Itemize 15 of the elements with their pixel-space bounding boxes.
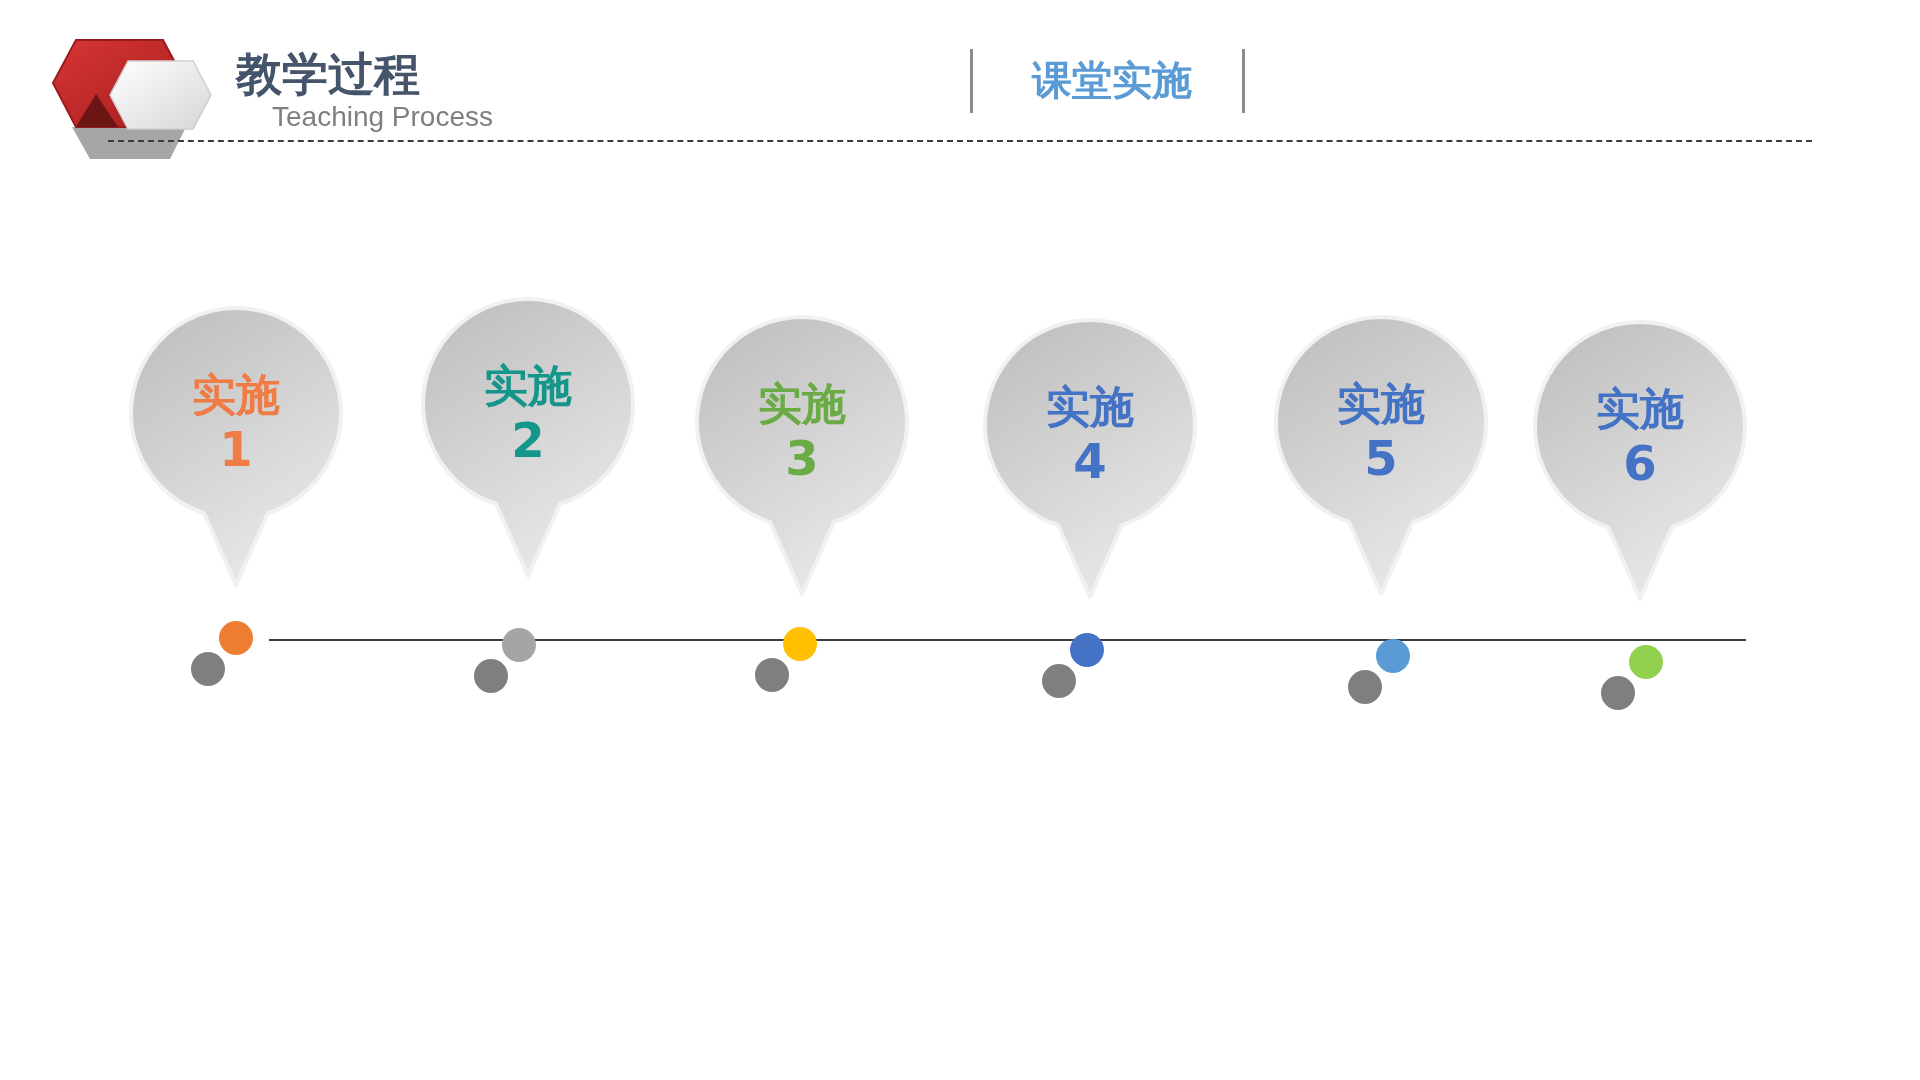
step-number: 6 bbox=[1623, 436, 1657, 490]
step-number: 3 bbox=[785, 431, 819, 485]
title-heading: 教学过程 bbox=[236, 48, 420, 101]
step-number: 4 bbox=[1073, 434, 1107, 488]
pin-label: 实施 bbox=[192, 368, 280, 422]
step-number: 2 bbox=[511, 413, 545, 467]
pin-label: 实施 bbox=[1046, 380, 1134, 434]
pin-label: 实施 bbox=[1337, 377, 1425, 431]
subtitle-text: Teaching Process bbox=[272, 100, 493, 134]
step-number: 5 bbox=[1364, 431, 1398, 485]
pin-label: 实施 bbox=[758, 377, 846, 431]
step-number: 1 bbox=[219, 422, 253, 476]
section-title: 课堂实施 bbox=[1032, 56, 1192, 104]
pin-label: 实施 bbox=[1596, 382, 1684, 436]
pin-label: 实施 bbox=[484, 359, 572, 413]
